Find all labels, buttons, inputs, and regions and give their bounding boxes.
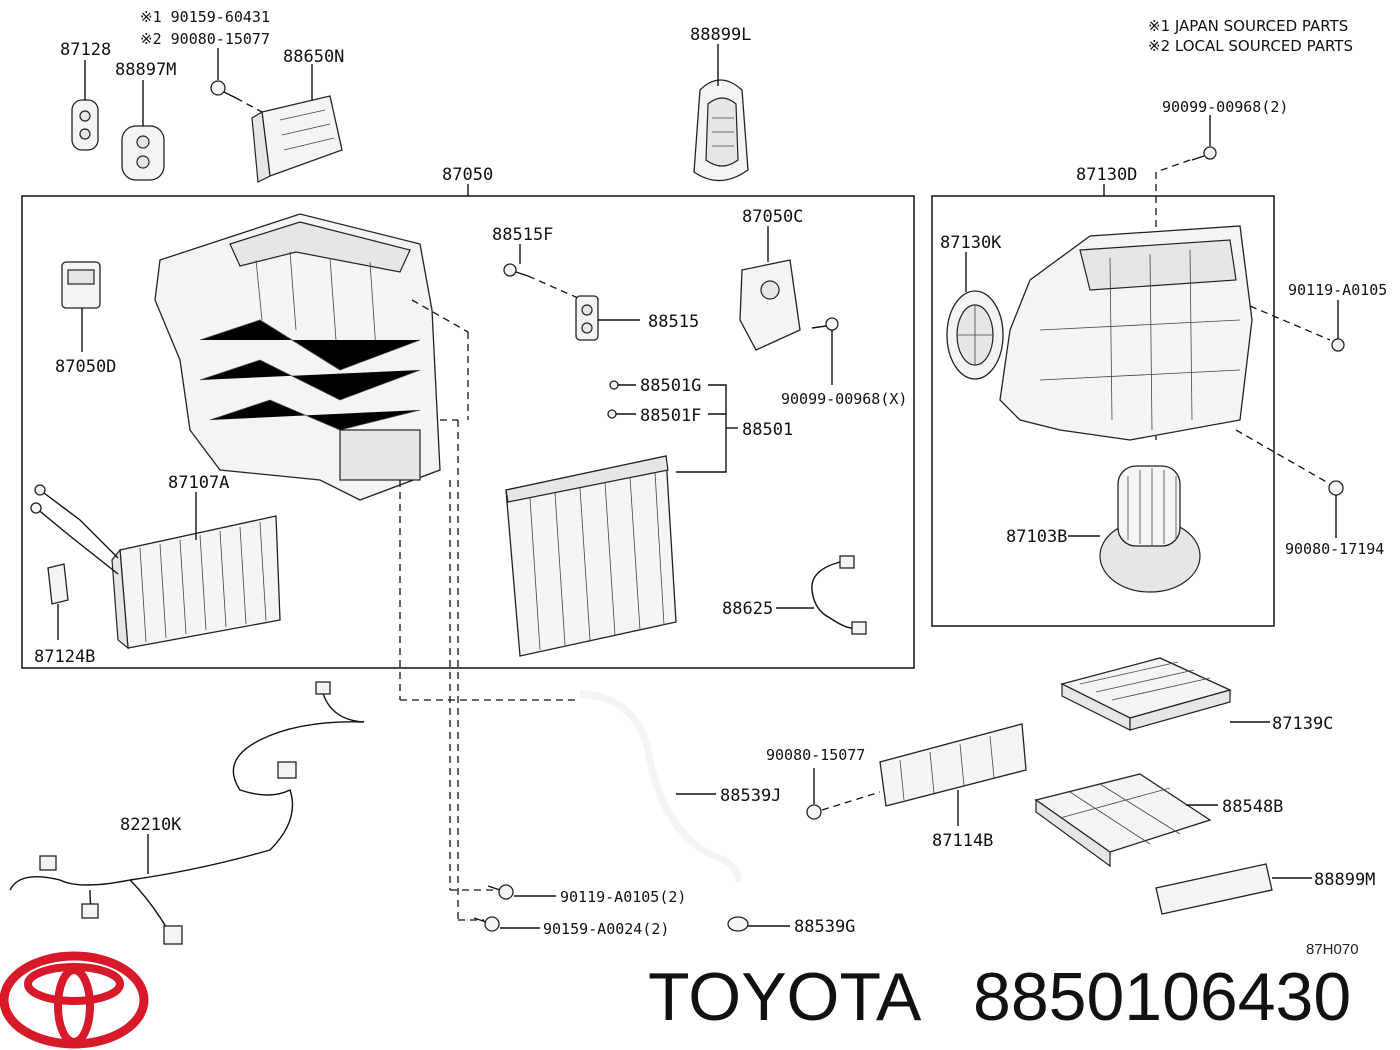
label-87139C: 87139C [1272,714,1333,734]
label-88899M: 88899M [1314,870,1375,890]
servo-87050D [61,261,101,309]
bolt-90099-00968-2 [1191,146,1217,161]
label-90080-15077: 90080-15077 [766,746,865,764]
label-82210K: 82210K [120,815,182,835]
label-90099-00968-x: 90099-00968(X) [781,390,907,408]
bolt-88515F [503,263,529,277]
drain-hose-88539J [579,690,742,883]
heater-core-87107A [30,484,281,650]
toyota-logo [0,951,149,1049]
blower-motor-87103B [1099,465,1201,593]
evaporator-88501 [505,455,677,657]
grommet-87128 [71,99,99,151]
grommet-88539G [727,916,749,932]
part-number: 8850106430 [973,959,1351,1035]
bolt-90119-A0105 [1331,338,1345,352]
label-87124B: 87124B [34,647,95,667]
fan-cover-87130K [946,290,1004,380]
clamp-87124B [47,563,69,605]
label-88515: 88515 [648,312,699,332]
heater-unit-housing [154,213,441,501]
label-90080-17194: 90080-17194 [1285,540,1384,558]
label-87050D: 87050D [55,357,116,377]
label-88539G: 88539G [794,917,855,937]
screw-90080-17194 [1328,480,1344,496]
label-90159-A0024-2: 90159-A0024(2) [543,920,669,938]
filter-tray-88548B [1034,773,1212,868]
wire-harness-82210K [9,681,365,945]
label-90119-A0105: 90119-A0105 [1288,281,1387,299]
brand-name: TOYOTA [648,959,922,1035]
diagram-code: 87H070 [1306,941,1359,958]
label-87130D: 87130D [1076,165,1137,185]
label-88501G: 88501G [640,376,701,396]
cabin-filter-87139C [1060,657,1232,731]
harness-88625 [811,555,867,635]
bolt-90099-00968-x [811,317,839,331]
blower-housing [999,225,1253,441]
filter-cover-87114B [879,723,1027,807]
legend-local-sourced: ※2 LOCAL SOURCED PARTS [1148,37,1353,55]
vent-88899L [693,79,749,182]
bolt-note-2: ※2 90080-15077 [140,30,270,48]
label-90119-A0105-2: 90119-A0105(2) [560,888,686,906]
legend-japan-sourced: ※1 JAPAN SOURCED PARTS [1148,17,1348,35]
cover-88899M [1155,863,1273,915]
label-88650N: 88650N [283,47,344,67]
label-87130K: 87130K [940,233,1002,253]
bolt-note-1: ※1 90159-60431 [140,8,270,26]
label-87103B: 87103B [1006,527,1067,547]
label-88501F: 88501F [640,406,701,426]
label-88899L: 88899L [690,25,751,45]
expansion-valve-88515 [575,295,599,341]
label-88539J: 88539J [720,786,781,806]
bolt-90159-60431 [210,80,237,99]
label-87128: 87128 [60,40,111,60]
o-ring-88501G [609,380,619,390]
o-ring-88501F [607,409,617,419]
servo-87050C [739,259,801,351]
label-87107A: 87107A [168,473,229,493]
label-88897M: 88897M [115,60,176,80]
label-87114B: 87114B [932,831,993,851]
grommet-88897M [121,125,165,181]
bolt-90080-15077 [806,804,822,820]
label-87050C: 87050C [742,207,803,227]
assembly-box-87130D [931,195,1275,627]
label-87050: 87050 [442,165,493,185]
label-90099-00968-2: 90099-00968(2) [1162,98,1288,116]
bolt-90159-A0024-2 [473,916,500,932]
label-88515F: 88515F [492,225,553,245]
label-88625: 88625 [722,599,773,619]
bolt-90119-A0105-2 [487,884,514,900]
label-88501: 88501 [742,420,793,440]
label-88548B: 88548B [1222,797,1283,817]
amplifier-88650N [251,95,343,183]
